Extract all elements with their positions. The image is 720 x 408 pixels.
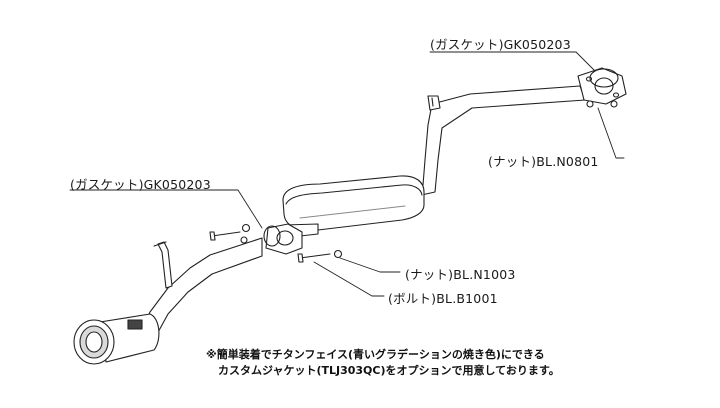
mid-gasket [263,225,281,247]
front-flange-hole [594,77,614,95]
mid-nut-1 [241,223,251,233]
front-nut-2 [610,100,618,108]
bolt-upper-left [209,231,241,241]
mid-nut-2 [333,249,343,259]
front-hanger [427,95,441,111]
note-line-1: ※簡単装着でチタンフェイス(青いグラデーションの焼き色)にできる [206,348,545,361]
muffler [282,175,425,231]
mid-nut-3 [240,236,248,244]
front-gasket [589,68,619,88]
leader-gasket-top [429,51,595,71]
label-gasket-left: (ガスケット)GK050203 [70,177,211,192]
tail-tip [99,313,160,363]
front-nut-1 [586,100,594,108]
tail-hanger [157,241,173,289]
leader-gasket-left [69,189,263,229]
leader-nut-top [597,107,625,159]
tail-pipe [141,237,263,337]
tail-tip-badge [127,319,143,330]
leader-bolt-mid [313,261,385,297]
note-line-2: カスタムジャケット(TLJ303QC)をオプションで用意しております。 [218,364,560,377]
label-bolt-mid: (ボルト)BL.B1001 [388,291,498,306]
label-nut-top: (ナット)BL.N0801 [488,154,599,169]
bolt-lower-mid [297,253,331,263]
label-gasket-top: (ガスケット)GK050203 [430,37,571,52]
leader-nut-mid [339,257,401,273]
label-nut-mid: (ナット)BL.N1003 [405,267,516,282]
